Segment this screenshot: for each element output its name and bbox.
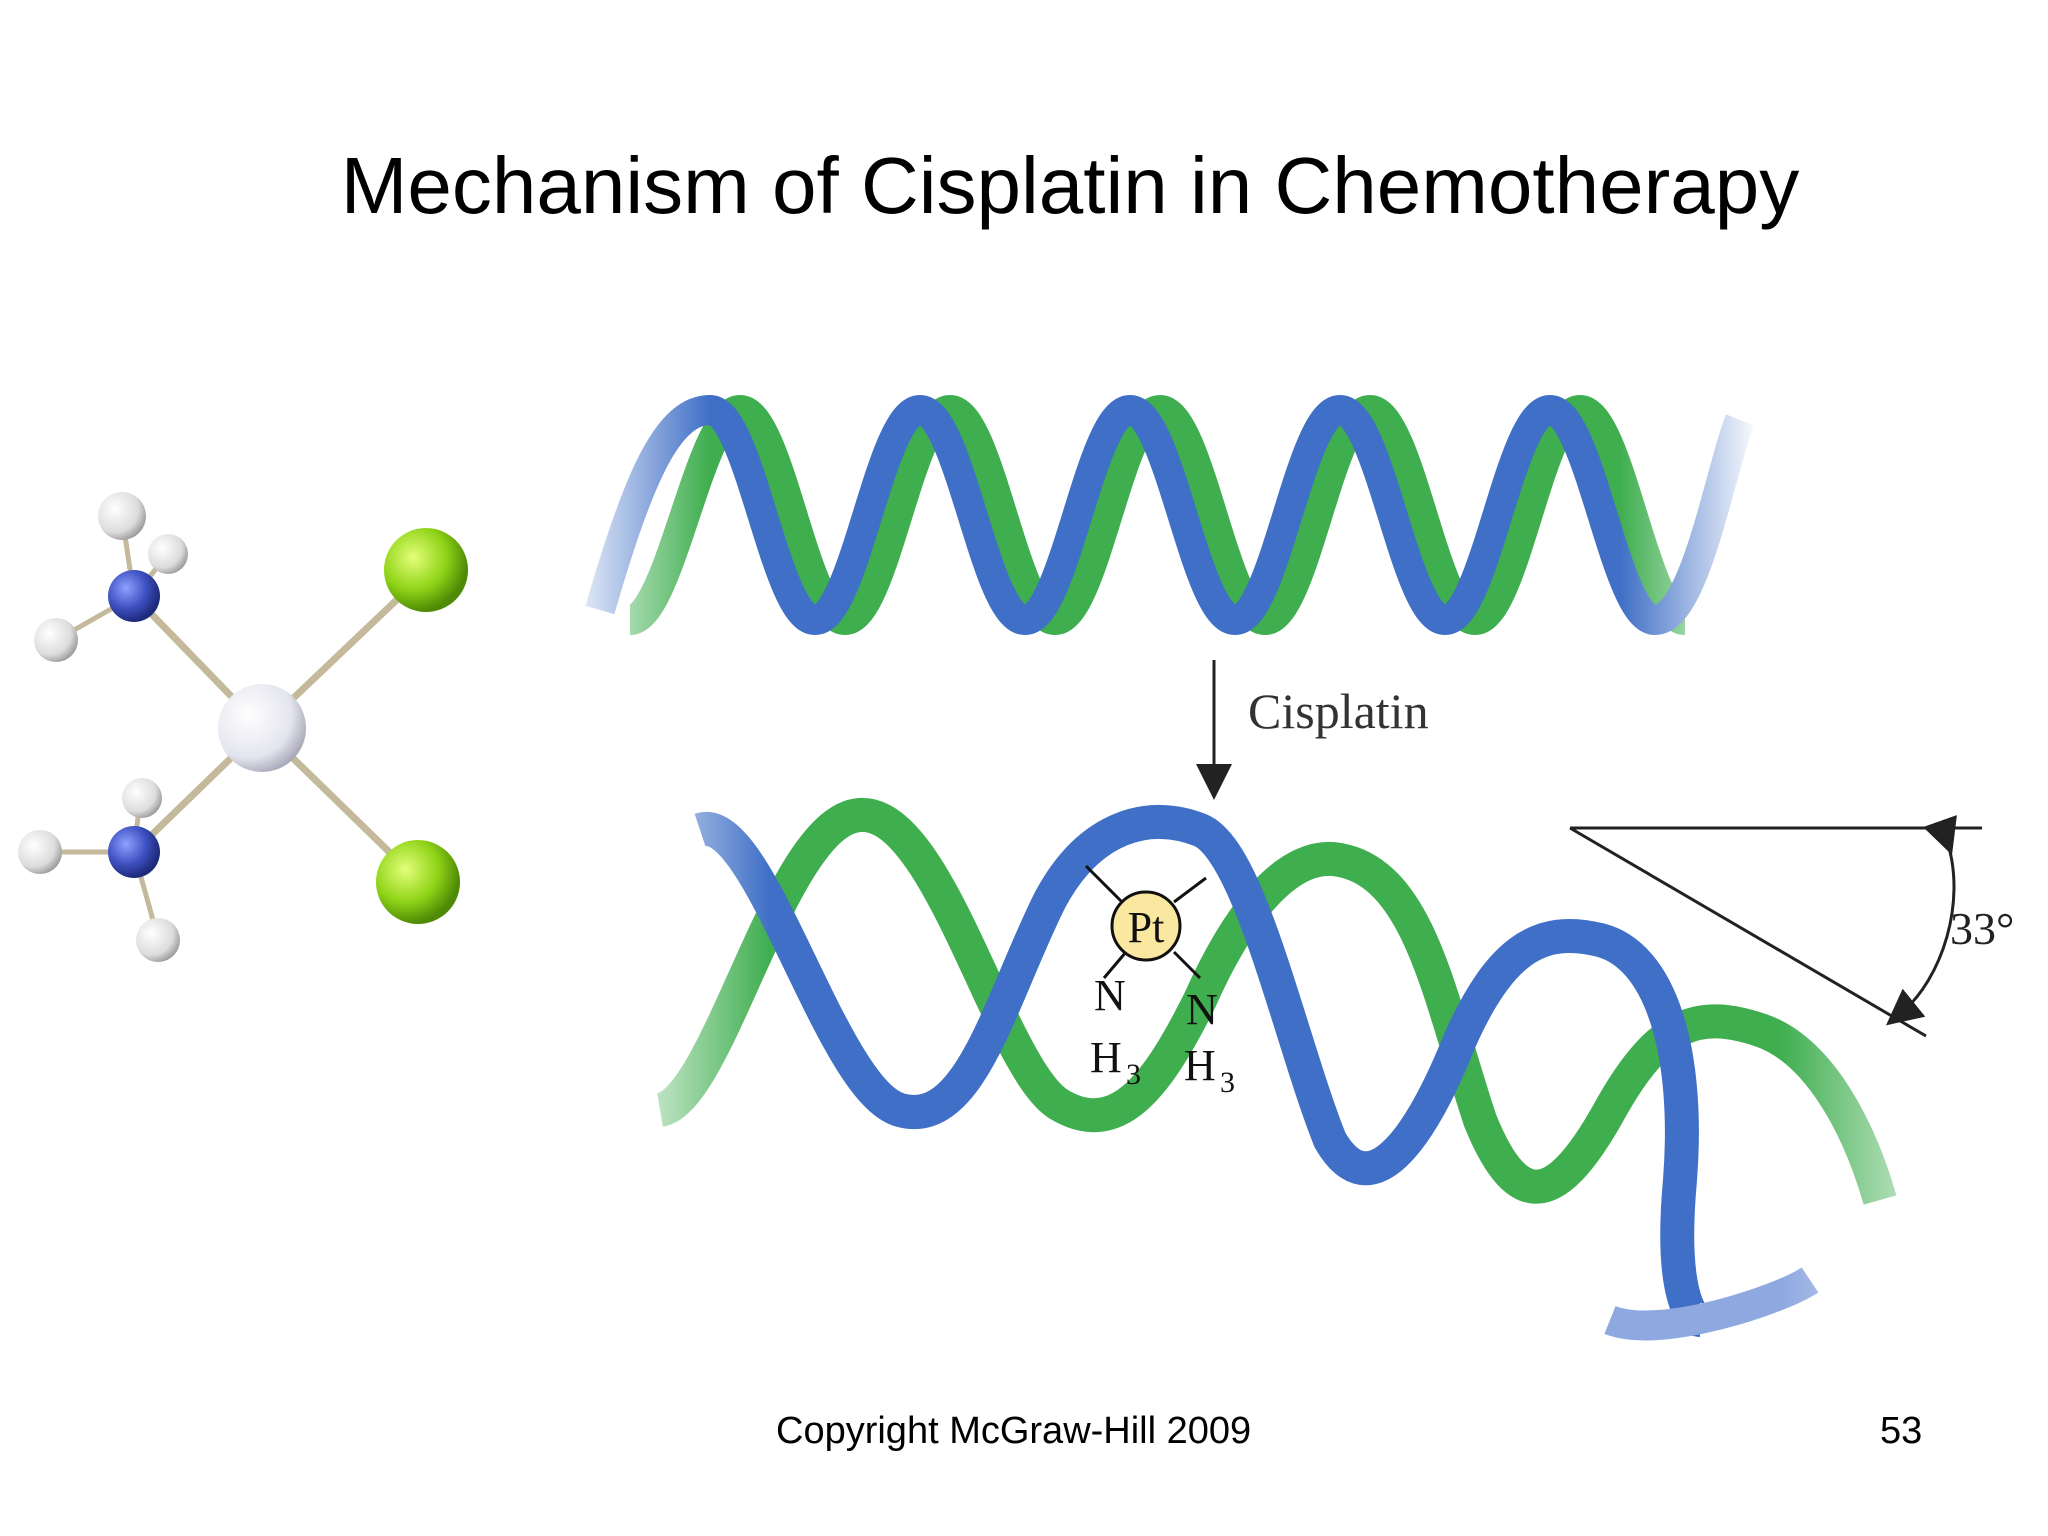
pt-label: Pt xyxy=(1128,903,1165,952)
cisplatin-molecule xyxy=(18,492,468,962)
angle-label: 33° xyxy=(1950,903,2014,954)
chlorine-atom xyxy=(376,840,460,924)
ligand-h-right: H xyxy=(1184,1041,1216,1090)
ligand-n-right: N xyxy=(1186,985,1218,1034)
hydrogen-atom xyxy=(136,918,180,962)
dna-helix-bent xyxy=(600,790,1980,1360)
hydrogen-atom xyxy=(148,534,188,574)
page-number: 53 xyxy=(1880,1410,1923,1452)
hydrogen-atom xyxy=(98,492,146,540)
copyright-footer: Copyright McGraw-Hill 2009 xyxy=(776,1410,1252,1452)
nitrogen-atom xyxy=(108,826,160,878)
slide-title: Mechanism of Cisplatin in Chemotherapy xyxy=(340,141,1800,230)
platinum-atom xyxy=(218,684,306,772)
reaction-label: Cisplatin xyxy=(1248,683,1429,739)
nitrogen-atom xyxy=(108,570,160,622)
ligand-sub-right: 3 xyxy=(1220,1066,1235,1099)
ligand-sub-left: 3 xyxy=(1126,1058,1141,1091)
pt-adduct: Pt N H 3 N H 3 xyxy=(1084,864,1235,1099)
ligand-n-left: N xyxy=(1094,971,1126,1020)
pt-badge xyxy=(1110,890,1182,962)
dna-helix-straight xyxy=(560,390,1760,640)
hydrogen-atom xyxy=(34,618,78,662)
ligand-h-left: H xyxy=(1090,1033,1122,1082)
chlorine-atom xyxy=(384,528,468,612)
hydrogen-atom xyxy=(122,778,162,818)
hydrogen-atom xyxy=(18,830,62,874)
bend-angle-indicator: 33° xyxy=(1569,815,2014,1038)
